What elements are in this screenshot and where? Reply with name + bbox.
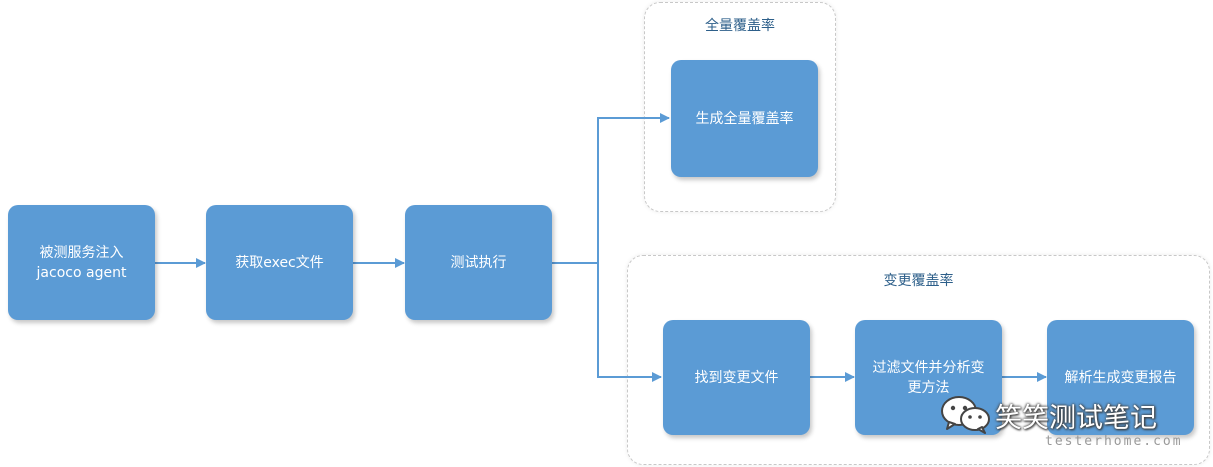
group-change-coverage: 变更覆盖率	[627, 255, 1210, 465]
watermark: 笑笑测试笔记 testerhome.com	[935, 390, 1205, 460]
node-inject-agent: 被测服务注入 jacoco agent	[8, 205, 155, 320]
arrow-test-run-to-find-changed	[597, 263, 662, 382]
node-filter-analyze-line2: 更方法	[907, 379, 950, 396]
node-test-run: 测试执行	[405, 205, 552, 320]
arrow-test-run-to-full-generate	[552, 113, 670, 264]
node-get-exec-label: 获取exec文件	[235, 254, 324, 271]
group-full-coverage-label: 全量覆盖率	[705, 18, 775, 34]
group-full-coverage: 全量覆盖率	[644, 2, 836, 212]
node-filter-analyze-line1: 过滤文件并分析变	[872, 359, 985, 376]
node-parse-report-label: 解析生成变更报告	[1064, 369, 1177, 386]
node-test-run-label: 测试执行	[450, 254, 507, 271]
node-inject-agent-line2: jacoco agent	[36, 264, 127, 281]
node-full-generate: 生成全量覆盖率	[671, 60, 818, 177]
node-parse-report: 解析生成变更报告	[1047, 320, 1194, 435]
node-full-generate-label: 生成全量覆盖率	[695, 110, 794, 127]
wechat-icon	[941, 396, 990, 434]
watermark-title: 笑笑测试笔记	[995, 403, 1157, 434]
group-change-coverage-label: 变更覆盖率	[883, 273, 954, 289]
node-get-exec: 获取exec文件	[206, 205, 353, 320]
node-find-changed: 找到变更文件	[663, 320, 810, 435]
node-find-changed-label: 找到变更文件	[694, 369, 779, 386]
node-inject-agent-line1: 被测服务注入	[39, 244, 124, 261]
watermark-url: testerhome.com	[1045, 434, 1183, 449]
